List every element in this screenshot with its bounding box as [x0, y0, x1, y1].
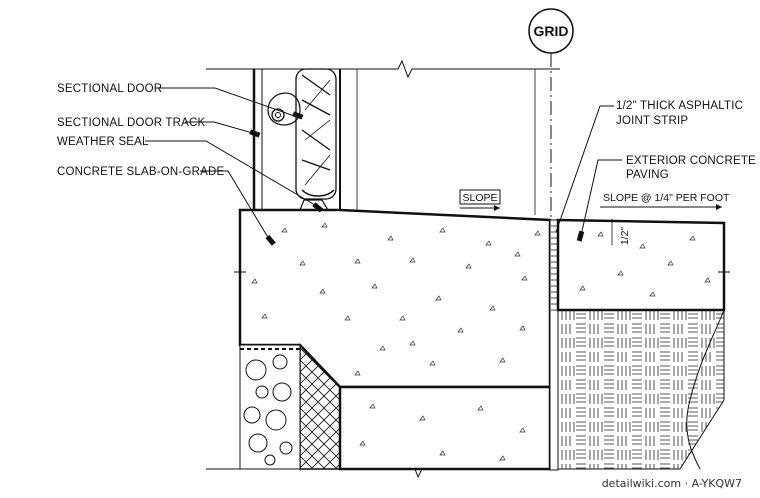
- leader-lines-right: [555, 105, 622, 241]
- footer-credit: detailwiki.com · A-YKQW7: [602, 477, 742, 490]
- grid-bubble: GRID: [528, 8, 574, 54]
- label-joint-strip-2: JOINT STRIP: [616, 115, 688, 127]
- footing: [338, 385, 552, 471]
- slope-interior-label: SLOPE: [462, 192, 497, 204]
- gravel-fill: [239, 344, 301, 470]
- subgrade-pattern: [557, 309, 725, 470]
- grid-label: GRID: [534, 23, 569, 39]
- label-weather-seal: WEATHER SEAL: [57, 136, 149, 148]
- label-paving-1: EXTERIOR CONCRETE: [626, 155, 756, 167]
- label-joint-strip-1: 1/2" THICK ASPHALTIC: [616, 100, 743, 112]
- door-jamb: [252, 69, 536, 215]
- label-paving-2: PAVING: [626, 169, 669, 181]
- subgrade-edge: [686, 309, 725, 470]
- slope-exterior-marker: SLOPE @ 1/4" PER FOOT: [600, 192, 730, 210]
- slope-interior-marker: SLOPE: [459, 189, 501, 211]
- slope-exterior-label: SLOPE @ 1/4" PER FOOT: [603, 192, 730, 204]
- sectional-door: [267, 68, 337, 200]
- concrete-aggregate: [251, 222, 541, 376]
- dimension-half-inch: 1/2": [619, 227, 631, 246]
- leader-dots-left: [249, 111, 324, 246]
- label-concrete-slab: CONCRETE SLAB-ON-GRADE: [57, 166, 224, 178]
- top-break-line: [206, 59, 560, 79]
- leader-lines-left: [145, 87, 321, 245]
- label-sectional-door-track: SECTIONAL DOOR TRACK: [57, 117, 206, 129]
- label-sectional-door: SECTIONAL DOOR: [57, 83, 162, 95]
